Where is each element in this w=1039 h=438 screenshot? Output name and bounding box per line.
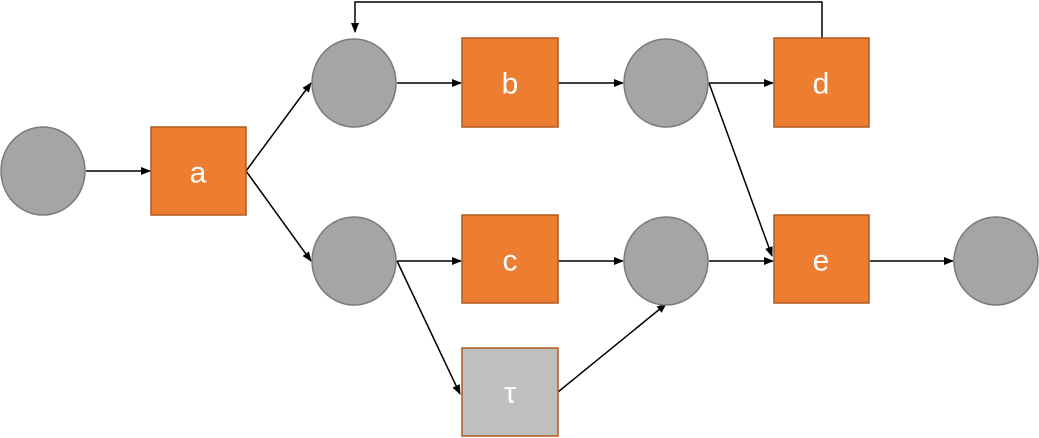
transition-c-label: c	[503, 245, 518, 278]
arc-d-to-p1	[351, 1, 823, 38]
transition-tau: τ	[461, 347, 559, 437]
transition-b-box	[461, 37, 559, 128]
transition-b-label: b	[502, 68, 519, 101]
transition-a-label: a	[190, 157, 207, 190]
transition-d-box	[773, 37, 870, 128]
arc-p2-to-tau	[396, 260, 461, 395]
transition-c: c	[461, 214, 559, 304]
place-p4	[623, 216, 709, 306]
place-start	[0, 126, 86, 216]
transition-e: e	[773, 214, 870, 304]
transition-e-label: e	[813, 245, 830, 278]
place-p1	[311, 38, 397, 128]
arc-a-to-p1	[245, 82, 312, 172]
place-p2	[311, 216, 397, 306]
transition-e-box	[773, 214, 870, 304]
arcs-layer	[86, 1, 954, 395]
arc-p3-to-e	[708, 82, 773, 257]
arc-a-to-p2	[245, 170, 312, 262]
place-p3	[623, 38, 709, 128]
transitions-layer: a b c d e τ	[150, 37, 870, 437]
transition-tau-box	[461, 347, 559, 437]
transition-b: b	[461, 37, 559, 128]
transition-a-box	[150, 126, 247, 216]
transition-tau-label: τ	[504, 377, 516, 410]
transition-d: d	[773, 37, 870, 128]
transition-c-box	[461, 214, 559, 304]
transition-d-label: d	[813, 68, 830, 101]
places-layer	[0, 38, 1039, 306]
arc-tau-to-p4	[557, 303, 667, 393]
transition-a: a	[150, 126, 247, 216]
place-end	[953, 216, 1039, 306]
